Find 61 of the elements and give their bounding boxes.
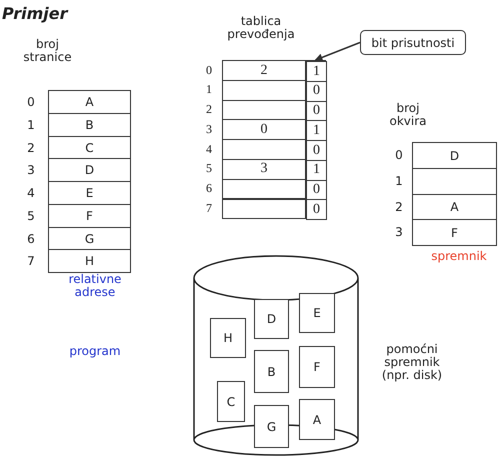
row-number: 5	[205, 160, 213, 178]
node-label: pomoćni spremnik (npr. disk)	[380, 343, 444, 382]
table-cell: 0	[306, 100, 327, 122]
row-number: 6	[205, 180, 213, 197]
row-number: 7	[26, 253, 36, 270]
row-number: 1	[394, 172, 404, 190]
table-cell: 1	[306, 61, 327, 82]
table-cell: B	[254, 350, 289, 393]
table-cell: D	[412, 142, 497, 169]
table-cell: E	[48, 181, 131, 205]
column-heading: broj okvira	[388, 102, 428, 128]
table-cell: E	[299, 293, 335, 333]
table-cell: 0	[306, 140, 327, 161]
node-label: relativne adrese	[68, 273, 122, 299]
table-cell: F	[412, 219, 497, 246]
table-cell: A	[48, 90, 131, 114]
column-heading: broj stranice	[22, 38, 73, 64]
table-cell: G	[48, 226, 131, 250]
table-cell: F	[48, 204, 131, 228]
row-number: 2	[205, 101, 213, 118]
row-number: 1	[205, 81, 213, 98]
table-cell: F	[299, 346, 335, 388]
table-cell: 0	[306, 80, 327, 102]
disk-cylinder	[193, 255, 359, 457]
row-number: 6	[26, 230, 36, 248]
arrow	[314, 42, 360, 62]
table-cell: H	[48, 249, 131, 274]
column-heading: tablica prevođenja	[226, 15, 296, 41]
table-cell: D	[254, 299, 289, 339]
table-cell: 1	[306, 160, 327, 181]
row-number: 1	[26, 116, 36, 134]
row-number: 2	[394, 198, 404, 216]
row-number: 7	[205, 200, 213, 217]
row-number: 0	[394, 147, 404, 164]
title: Primjer	[2, 4, 68, 23]
table-cell: D	[48, 158, 131, 182]
table-cell: C	[48, 136, 131, 160]
row-number: 3	[205, 120, 213, 138]
table-cell: B	[48, 112, 131, 137]
callout-label: bit prisutnosti	[360, 30, 466, 55]
row-number: 3	[394, 224, 404, 242]
table-cell: A	[299, 399, 335, 440]
row-number: 5	[26, 208, 36, 225]
row-number: 0	[205, 62, 213, 78]
table-cell: 2	[222, 60, 306, 81]
presence-bit-column	[305, 60, 326, 219]
row-number: 4	[26, 185, 36, 202]
table-cell: 0	[222, 119, 306, 140]
table-cell: 0	[306, 199, 327, 220]
table-cell: 1	[306, 120, 327, 142]
table-cell: C	[217, 381, 245, 422]
row-number: 4	[205, 140, 213, 158]
row-number: 3	[26, 162, 36, 180]
node-label: spremnik	[430, 250, 488, 263]
table-cell: A	[412, 194, 497, 220]
caption: program	[68, 345, 122, 358]
table-cell: H	[210, 318, 246, 358]
row-number: 0	[26, 94, 36, 111]
row-number: 2	[26, 140, 36, 156]
table-cell: 0	[306, 180, 327, 200]
table-cell: G	[254, 405, 289, 448]
